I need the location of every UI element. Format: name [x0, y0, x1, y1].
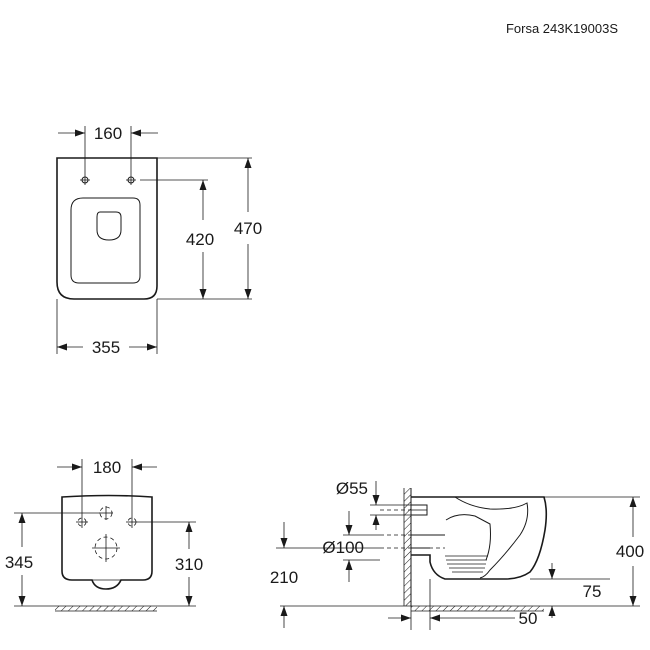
dim-top-width: 355: [92, 338, 120, 357]
side-view-wall: [403, 488, 412, 606]
top-view: 160 420 470 355: [56, 124, 262, 357]
dim-75: 75: [530, 563, 610, 618]
back-view: 180 345 310: [5, 458, 203, 612]
dim-d55: Ø55: [336, 479, 411, 530]
side-view-outlet: [380, 534, 445, 549]
side-view-inlet: [380, 504, 428, 516]
dim-top-fixing-spacing: 160: [94, 124, 122, 143]
side-view-bowl: [411, 496, 548, 580]
back-view-fixing-holes: [76, 506, 138, 562]
dim-side-inlet-diameter: Ø55: [336, 479, 368, 498]
dim-top-bowl-length: 420: [186, 230, 214, 249]
dim-top-total-length: 470: [234, 219, 262, 238]
side-view: Ø55 Ø100 210 400: [270, 479, 644, 630]
dim-50: 50: [388, 579, 537, 630]
dim-back-fixing-height-2: 310: [175, 555, 203, 574]
product-title: Forsa 243K19003S: [506, 21, 618, 36]
top-view-bowl: [70, 197, 141, 284]
dim-back-fixing-spacing: 180: [93, 458, 121, 477]
dim-400: 400: [544, 496, 644, 606]
dim-310: 310: [138, 521, 203, 606]
dim-back-fixing-height-1: 345: [5, 553, 33, 572]
dim-side-outlet-height: 210: [270, 568, 298, 587]
top-view-outline: [56, 157, 158, 300]
side-view-inner-bowl: [454, 496, 529, 579]
dim-210: 210: [270, 522, 380, 628]
dim-side-outlet-diameter: Ø100: [322, 538, 364, 557]
dim-side-base-offset: 75: [583, 582, 602, 601]
dim-420-470: 420 470: [140, 157, 262, 300]
dim-side-wall-offset: 50: [519, 609, 538, 628]
side-view-floor: [280, 605, 640, 612]
dim-355: 355: [56, 299, 158, 357]
dim-d100: Ø100: [322, 511, 380, 582]
dim-345: 345: [5, 512, 100, 606]
back-view-outline: [61, 494, 153, 590]
dim-160: 160: [58, 124, 158, 175]
dim-180: 180: [57, 458, 157, 516]
top-view-seat-hole: [96, 211, 122, 241]
side-view-water: [445, 555, 488, 573]
top-view-fixing-holes: [80, 175, 136, 185]
back-view-floor: [14, 605, 196, 612]
dim-side-bowl-height: 400: [616, 542, 644, 561]
